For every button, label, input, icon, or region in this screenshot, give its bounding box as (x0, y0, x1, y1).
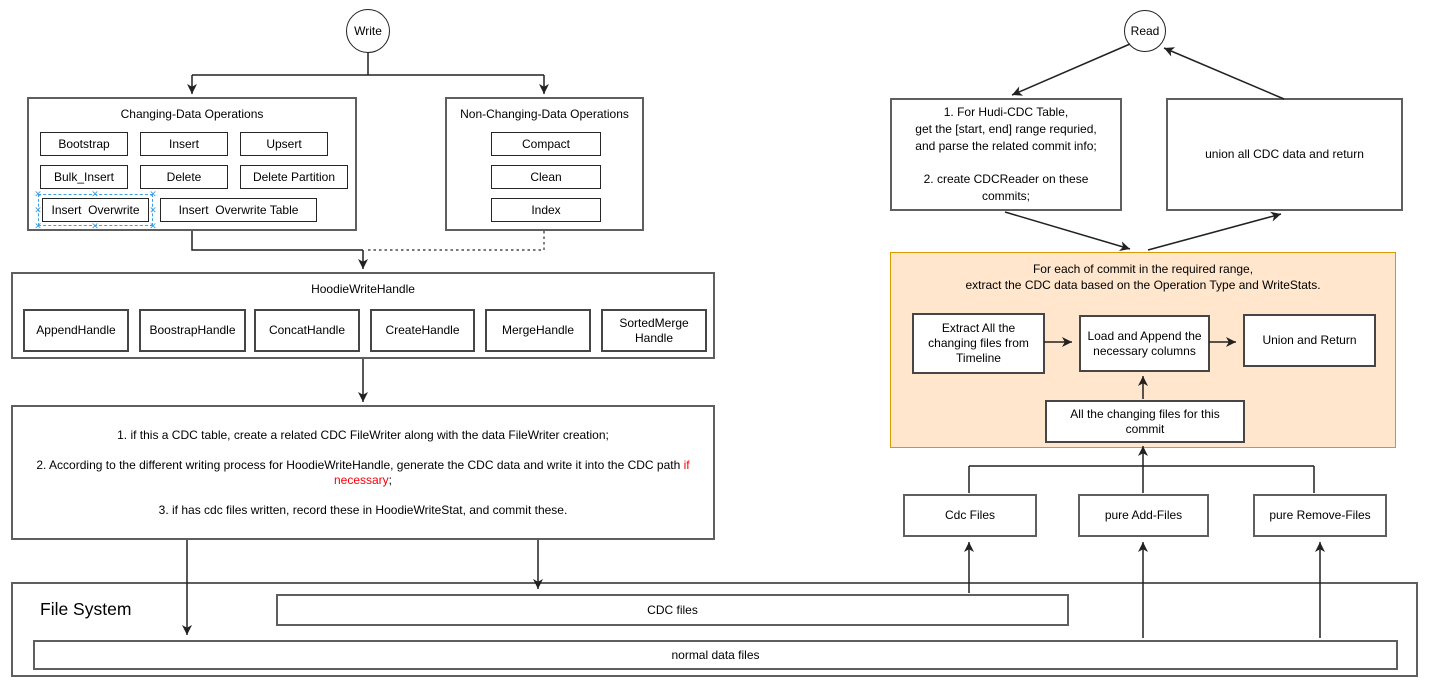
union-and-return-shape[interactable]: Union and Return (1243, 314, 1376, 367)
boostrap-handle-label: BoostrapHandle (149, 323, 236, 337)
op-delete-partition-label: Delete Partition (252, 169, 336, 184)
normal-data-files-shape[interactable]: normal data files (33, 640, 1398, 670)
boostrap-handle-shape[interactable]: BoostrapHandle (139, 309, 246, 352)
op-clean-label: Clean (530, 169, 562, 184)
cdc-step-1: 1. if this a CDC table, create a related… (117, 427, 609, 442)
cdc-step-2-text: 2. According to the different writing pr… (36, 457, 684, 472)
edge-union-to-read (1163, 47, 1285, 100)
op-index-shape[interactable]: Index (491, 198, 601, 222)
changing-files-commit-shape[interactable]: All the changing files for this commit (1045, 400, 1245, 443)
op-delete-partition-shape[interactable]: Delete Partition (240, 165, 348, 189)
normal-data-files-label: normal data files (671, 647, 760, 662)
cdc-files-store-shape[interactable]: CDC files (276, 594, 1069, 626)
sorted-merge-handle-shape[interactable]: SortedMerge Handle (601, 309, 707, 352)
pure-remove-files-label: pure Remove-Files (1269, 508, 1371, 522)
merge-handle-label: MergeHandle (501, 323, 575, 337)
create-handle-label: CreateHandle (385, 323, 460, 337)
op-bulk-insert-label: Bulk_Insert (53, 169, 115, 184)
extract-changing-files-label: Extract All the changing files from Time… (928, 321, 1029, 365)
append-handle-label: AppendHandle (36, 323, 116, 337)
op-index-label: Index (531, 202, 561, 217)
op-insert-overwrite-shape[interactable]: Insert Overwrite (42, 198, 149, 222)
cdc-step-3: 3. if has cdc files written, record thes… (158, 502, 568, 517)
read-union-text: union all CDC data and return (1205, 147, 1364, 161)
read-prepare-box[interactable]: 1. For Hudi-CDC Table, get the [start, e… (890, 98, 1122, 211)
read-prepare-text: 1. For Hudi-CDC Table, get the [start, e… (915, 105, 1097, 204)
op-insert-overwrite-label: Insert Overwrite (51, 202, 140, 217)
write-start-node[interactable]: Write (346, 9, 390, 53)
load-append-columns-label: Load and Append the necessary columns (1087, 328, 1202, 358)
op-insert-label: Insert (168, 136, 199, 151)
op-insert-shape[interactable]: Insert (140, 132, 228, 156)
pure-add-files-label: pure Add-Files (1104, 508, 1183, 522)
hoodie-write-handle-group[interactable]: HoodieWriteHandle AppendHandle BoostrapH… (11, 272, 715, 359)
pure-add-files-shape[interactable]: pure Add-Files (1078, 494, 1209, 537)
changing-files-commit-label: All the changing files for this commit (1070, 406, 1220, 436)
per-commit-title: For each of commit in the required range… (965, 262, 1321, 293)
hoodie-write-handle-title: HoodieWriteHandle (311, 282, 415, 296)
read-start-label: Read (1130, 23, 1160, 38)
op-compact-shape[interactable]: Compact (491, 132, 601, 156)
op-delete-shape[interactable]: Delete (140, 165, 228, 189)
edge-non-changing-dashed (366, 231, 545, 251)
op-compact-label: Compact (521, 136, 571, 151)
create-handle-shape[interactable]: CreateHandle (370, 309, 475, 352)
cdc-write-steps-box[interactable]: 1. if this a CDC table, create a related… (11, 405, 715, 540)
pure-remove-files-shape[interactable]: pure Remove-Files (1253, 494, 1387, 537)
non-changing-data-operations-title: Non-Changing-Data Operations (460, 107, 629, 121)
file-system-group[interactable]: File System CDC files normal data files (11, 582, 1418, 677)
changing-data-operations-group[interactable]: Changing-Data Operations Bootstrap Inser… (27, 97, 357, 231)
concat-handle-shape[interactable]: ConcatHandle (254, 309, 360, 352)
op-upsert-label: Upsert (266, 136, 302, 151)
changing-data-operations-title: Changing-Data Operations (120, 107, 264, 121)
concat-handle-label: ConcatHandle (268, 323, 346, 337)
edge-read-to-prepare (1011, 43, 1131, 96)
edge-prepare-to-per-commit (1004, 211, 1131, 251)
union-and-return-label: Union and Return (1262, 333, 1357, 347)
edge-per-commit-to-union (1147, 211, 1282, 251)
op-upsert-shape[interactable]: Upsert (240, 132, 328, 156)
cdc-files-type-label: Cdc Files (944, 508, 995, 522)
op-delete-label: Delete (166, 169, 202, 184)
per-commit-extract-group[interactable]: For each of commit in the required range… (890, 252, 1396, 448)
cdc-step-2-suffix: ; (388, 472, 393, 487)
cdc-step-2-highlight: if necessary (333, 457, 690, 487)
file-system-title: File System (40, 599, 132, 619)
op-bulk-insert-shape[interactable]: Bulk_Insert (40, 165, 128, 189)
op-insert-overwrite-table-label: Insert Overwrite Table (178, 202, 299, 217)
non-changing-data-operations-group[interactable]: Non-Changing-Data Operations Compact Cle… (445, 97, 644, 231)
op-bootstrap-shape[interactable]: Bootstrap (40, 132, 128, 156)
sorted-merge-handle-label: SortedMerge Handle (619, 315, 689, 345)
write-start-label: Write (354, 23, 382, 38)
edge-changing-to-handle (191, 231, 363, 251)
op-clean-shape[interactable]: Clean (491, 165, 601, 189)
merge-handle-shape[interactable]: MergeHandle (485, 309, 591, 352)
op-bootstrap-label: Bootstrap (58, 136, 110, 151)
read-union-box[interactable]: union all CDC data and return (1166, 98, 1403, 211)
cdc-files-type-shape[interactable]: Cdc Files (903, 494, 1037, 537)
cdc-files-store-label: CDC files (647, 602, 698, 617)
cdc-step-2: 2. According to the different writing pr… (21, 458, 705, 488)
extract-changing-files-shape[interactable]: Extract All the changing files from Time… (912, 313, 1045, 374)
op-insert-overwrite-table-shape[interactable]: Insert Overwrite Table (160, 198, 317, 222)
load-append-columns-shape[interactable]: Load and Append the necessary columns (1079, 315, 1210, 372)
read-start-node[interactable]: Read (1124, 10, 1166, 52)
append-handle-shape[interactable]: AppendHandle (23, 309, 129, 352)
